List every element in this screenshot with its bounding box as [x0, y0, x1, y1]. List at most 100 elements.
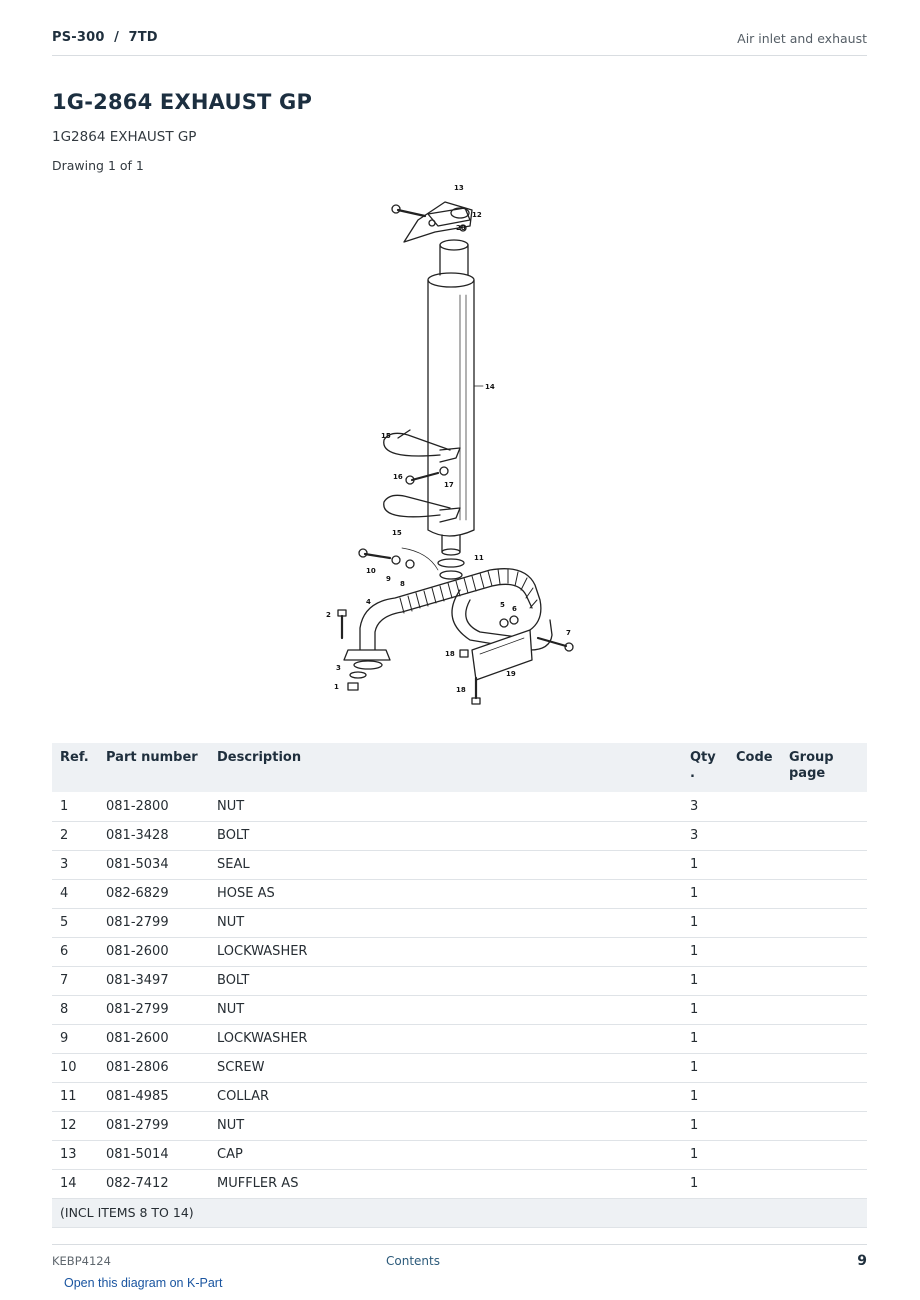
- cell-part-number: 081-4985: [98, 1082, 209, 1112]
- parts-table: Ref. Part number Description Qty . Code …: [52, 743, 867, 1228]
- callout-6: 6: [512, 605, 517, 613]
- header-ref: Ref.: [52, 743, 98, 792]
- left-flange: [343, 649, 391, 661]
- cell-description: NUT: [209, 908, 682, 938]
- cell-qty: 1: [682, 995, 728, 1025]
- callout-7: 7: [566, 629, 571, 637]
- callout-20: 19: [506, 670, 516, 678]
- cell-ref: 6: [52, 937, 98, 967]
- model-label: PS-300 / 7TD: [52, 30, 158, 45]
- cell-part-number: 081-5034: [98, 850, 209, 880]
- cell-group-page: [781, 792, 867, 822]
- cell-ref: 12: [52, 1111, 98, 1141]
- callout-20-top: 20: [456, 224, 466, 232]
- header-description: Description: [209, 743, 682, 792]
- cell-part-number: 081-2600: [98, 937, 209, 967]
- cell-ref: 4: [52, 879, 98, 909]
- cell-description: NUT: [209, 792, 682, 822]
- page-subtitle: 1G2864 EXHAUST GP: [52, 129, 197, 145]
- cell-description: MUFFLER AS: [209, 1169, 682, 1199]
- header-code: Code: [728, 743, 781, 792]
- cell-group-page: [781, 821, 867, 851]
- cell-code: [728, 792, 781, 822]
- cell-description: COLLAR: [209, 1082, 682, 1112]
- cell-ref: 1: [52, 792, 98, 822]
- cell-description: CAP: [209, 1140, 682, 1170]
- callout-12: 12: [472, 211, 482, 219]
- cell-qty: 1: [682, 1024, 728, 1054]
- cell-ref: 2: [52, 821, 98, 851]
- open-in-kpart-link[interactable]: Open this diagram on K-Part: [64, 1276, 223, 1290]
- callout-16: 16: [393, 473, 403, 481]
- lower-clamp: [383, 494, 451, 518]
- cell-ref: 11: [52, 1082, 98, 1112]
- cell-code: [728, 1024, 781, 1054]
- cell-part-number: 081-2799: [98, 995, 209, 1025]
- cell-group-page: [781, 1053, 867, 1083]
- doc-id: KEBP4124: [52, 1254, 111, 1268]
- cell-ref: 10: [52, 1053, 98, 1083]
- cell-group-page: [781, 879, 867, 909]
- contents-link[interactable]: Contents: [386, 1254, 440, 1268]
- cell-code: [728, 966, 781, 996]
- cell-description: NUT: [209, 995, 682, 1025]
- callout-1: 1: [334, 683, 339, 691]
- cell-ref: 8: [52, 995, 98, 1025]
- cell-description: LOCKWASHER: [209, 937, 682, 967]
- cell-group-page: [781, 1111, 867, 1141]
- cell-qty: 3: [682, 821, 728, 851]
- page-number: 9: [857, 1253, 867, 1269]
- cell-group-page: [781, 850, 867, 880]
- cell-group-page: [781, 908, 867, 938]
- cell-description: LOCKWASHER: [209, 1024, 682, 1054]
- cell-description: HOSE AS: [209, 879, 682, 909]
- cell-part-number: 081-2806: [98, 1053, 209, 1083]
- callout-11: 11: [474, 554, 484, 562]
- callout-10: 10: [366, 567, 376, 575]
- cell-ref: 13: [52, 1140, 98, 1170]
- header-part-number: Part number: [98, 743, 209, 792]
- cell-code: [728, 1111, 781, 1141]
- cell-qty: 1: [682, 966, 728, 996]
- callout-14: 14: [485, 383, 495, 391]
- cell-code: [728, 821, 781, 851]
- cell-part-number: 081-2800: [98, 792, 209, 822]
- exhaust-diagram: 13 12 20 14 15 16 17 15 11 10 9 8 4 2 5 …: [320, 180, 600, 725]
- exhaust-diagram-svg: 13 12 20 14 15 16 17 15 11 10 9 8 4 2 5 …: [326, 184, 574, 705]
- cell-ref: 3: [52, 850, 98, 880]
- muffler-body: [427, 279, 475, 537]
- cell-code: [728, 1082, 781, 1112]
- table-header-row: Ref. Part number Description Qty . Code …: [52, 743, 867, 792]
- cell-description: BOLT: [209, 966, 682, 996]
- cell-ref: 9: [52, 1024, 98, 1054]
- section-label: Air inlet and exhaust: [737, 31, 867, 46]
- callout-15-upper: 15: [381, 432, 391, 440]
- cell-qty: 1: [682, 1169, 728, 1199]
- cell-qty: 1: [682, 1140, 728, 1170]
- cell-qty: 1: [682, 879, 728, 909]
- callout-8: 8: [400, 580, 405, 588]
- cell-part-number: 081-5014: [98, 1140, 209, 1170]
- header-qty: Qty .: [682, 743, 728, 792]
- cell-qty: 1: [682, 908, 728, 938]
- page-footer: KEBP4124 Contents 9: [52, 1244, 867, 1274]
- cell-qty: 1: [682, 937, 728, 967]
- cell-code: [728, 1053, 781, 1083]
- cell-qty: 1: [682, 1111, 728, 1141]
- cell-description: SEAL: [209, 850, 682, 880]
- cell-qty: 1: [682, 1082, 728, 1112]
- cell-group-page: [781, 995, 867, 1025]
- cell-description: SCREW: [209, 1053, 682, 1083]
- upper-clamp: [383, 432, 451, 457]
- cell-description: NUT: [209, 1111, 682, 1141]
